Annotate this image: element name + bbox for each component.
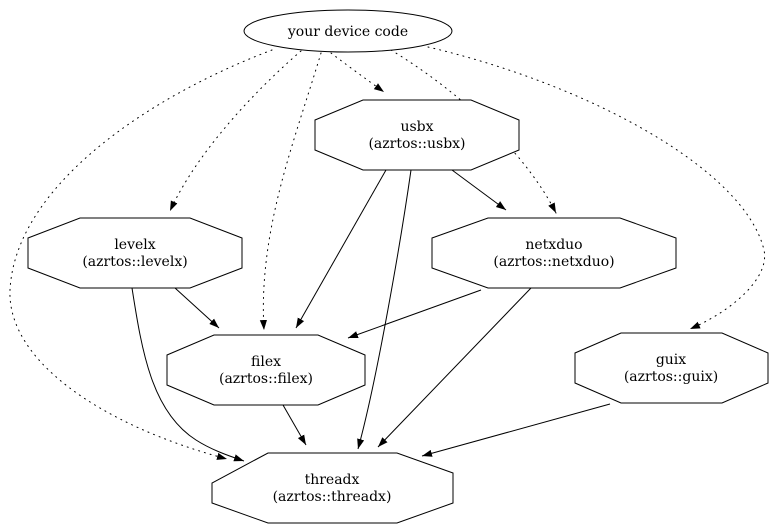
node-guix-sublabel: (azrtos::guix) bbox=[624, 369, 718, 385]
node-usbx-sublabel: (azrtos::usbx) bbox=[368, 136, 465, 152]
node-usbx: usbx (azrtos::usbx) bbox=[314, 99, 520, 171]
node-guix: guix (azrtos::guix) bbox=[574, 332, 769, 404]
node-levelx: levelx (azrtos::levelx) bbox=[27, 217, 243, 289]
device-code-ellipse bbox=[243, 9, 453, 53]
edge-levelx-filex bbox=[174, 287, 220, 329]
edge-device-filex bbox=[259, 52, 322, 331]
node-threadx-sublabel: (azrtos::threadx) bbox=[273, 489, 392, 505]
filex-octagon bbox=[166, 334, 366, 406]
node-device-code-label: your device code bbox=[287, 24, 408, 40]
node-netxduo: netxduo (azrtos::netxduo) bbox=[431, 217, 677, 289]
node-levelx-label: levelx bbox=[114, 237, 155, 253]
levelx-octagon bbox=[27, 217, 243, 289]
node-threadx: threadx (azrtos::threadx) bbox=[211, 452, 454, 524]
node-filex-sublabel: (azrtos::filex) bbox=[219, 371, 313, 387]
node-filex: filex (azrtos::filex) bbox=[166, 334, 366, 406]
edge-device-netxduo bbox=[390, 49, 557, 214]
node-guix-label: guix bbox=[656, 352, 686, 368]
edge-device-guix bbox=[427, 46, 766, 330]
edge-netxduo-threadx bbox=[377, 287, 532, 448]
edge-usbx-threadx bbox=[357, 169, 412, 450]
edge-guix-threadx bbox=[421, 403, 611, 457]
edge-levelx-threadx bbox=[131, 287, 245, 462]
node-levelx-sublabel: (azrtos::levelx) bbox=[82, 254, 187, 270]
node-netxduo-label: netxduo bbox=[525, 237, 582, 253]
edge-filex-threadx bbox=[282, 404, 307, 446]
node-netxduo-sublabel: (azrtos::netxduo) bbox=[493, 254, 614, 270]
node-filex-label: filex bbox=[251, 354, 281, 370]
node-usbx-label: usbx bbox=[400, 119, 433, 135]
node-threadx-label: threadx bbox=[305, 472, 360, 488]
netxduo-octagon bbox=[431, 217, 677, 289]
node-device-code: your device code bbox=[243, 9, 453, 53]
edge-usbx-netxduo bbox=[451, 169, 507, 211]
edge-device-usbx bbox=[330, 52, 385, 93]
edge-usbx-filex bbox=[295, 169, 387, 329]
edge-device-levelx bbox=[169, 50, 302, 212]
edge-group bbox=[9, 46, 766, 462]
usbx-octagon bbox=[314, 99, 520, 171]
edge-device-threadx bbox=[9, 49, 273, 460]
guix-octagon bbox=[574, 332, 769, 404]
threadx-octagon bbox=[211, 452, 454, 524]
edge-netxduo-filex bbox=[347, 289, 482, 339]
